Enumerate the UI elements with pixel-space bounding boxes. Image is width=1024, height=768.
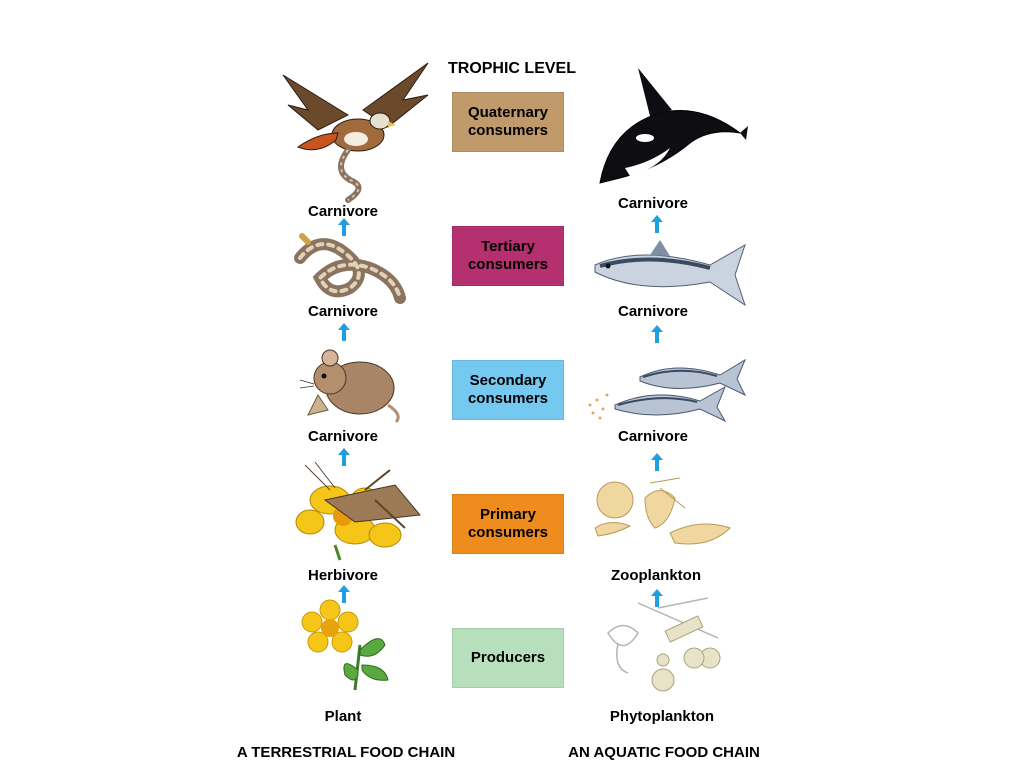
orca-icon <box>599 68 748 184</box>
arrow-up-icon <box>651 325 663 343</box>
aquatic-label-primary: Zooplankton <box>611 567 701 584</box>
level-box-producers: Producers <box>452 628 564 688</box>
arrow-up-icon <box>338 585 350 603</box>
grasshopper-icon <box>295 461 421 561</box>
arrow-up-icon <box>338 323 350 341</box>
arrow-up-icon <box>651 589 663 607</box>
arrow-up-icon <box>338 218 350 236</box>
snake-icon <box>294 233 406 304</box>
hawk-icon <box>282 62 429 203</box>
terrestrial-label-tertiary: Carnivore <box>307 303 379 320</box>
arrow-up-icon <box>651 215 663 233</box>
fish-icon <box>588 358 747 423</box>
arrow-up-icon <box>651 453 663 471</box>
terrestrial-label-producer: Plant <box>324 708 362 725</box>
zooplankton-icon <box>594 477 731 545</box>
aquatic-chain-title: AN AQUATIC FOOD CHAIN <box>568 744 760 761</box>
aquatic-label-tertiary: Carnivore <box>617 303 689 320</box>
phytoplankton-icon <box>607 597 721 692</box>
aquatic-label-quaternary: Carnivore <box>617 195 689 212</box>
tuna-icon <box>594 240 746 307</box>
aquatic-label-producer: Phytoplankton <box>609 708 715 725</box>
terrestrial-chain-title: A TERRESTRIAL FOOD CHAIN <box>236 744 456 761</box>
mouse-icon <box>299 349 400 424</box>
terrestrial-label-primary: Herbivore <box>307 567 379 584</box>
arrow-up-icon <box>338 448 350 466</box>
trophic-level-title: TROPHIC LEVEL <box>447 60 576 77</box>
terrestrial-label-secondary: Carnivore <box>307 428 379 445</box>
aquatic-label-secondary: Carnivore <box>617 428 689 445</box>
terrestrial-label-quaternary: Carnivore <box>307 203 379 220</box>
plant-icon <box>301 599 389 691</box>
